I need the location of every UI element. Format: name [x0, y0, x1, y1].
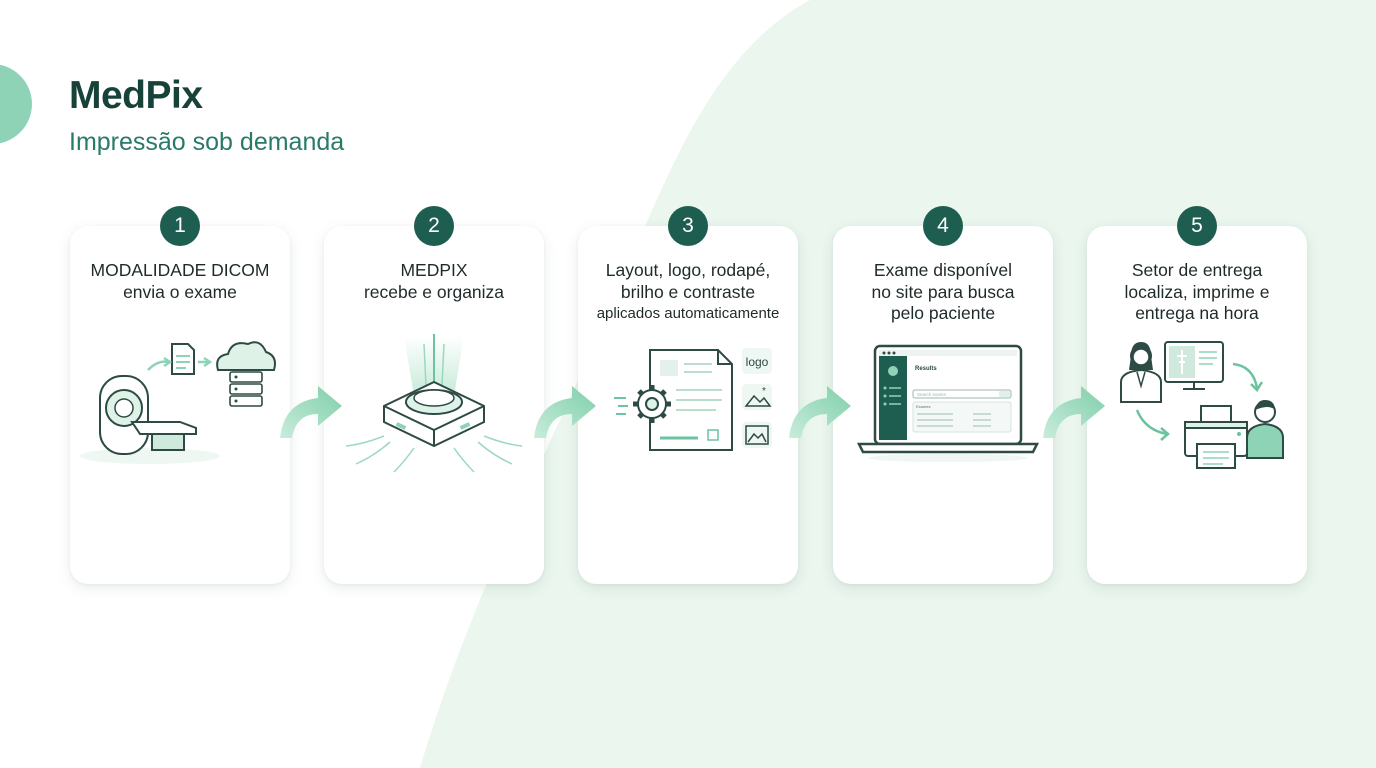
server-device-icon [345, 334, 523, 473]
step-number-badge: 1 [160, 206, 200, 246]
step-number-badge: 4 [923, 206, 963, 246]
step-line: Layout, logo, rodapé, [605, 260, 771, 280]
step-line: no site para busca [871, 281, 1015, 302]
step-description: MEDPIX recebe e organiza [328, 260, 540, 303]
step-card-5: 5 Setor de entrega localiza, imprime e e… [1087, 206, 1307, 584]
svg-text:*: * [762, 386, 766, 397]
printer-delivery-icon [1120, 341, 1284, 469]
step-line: Exame disponível [873, 260, 1013, 280]
flow-arrow-icon [280, 386, 342, 438]
step-number-badge: 5 [1177, 206, 1217, 246]
laptop-portal-icon: Results Search exams Exames [856, 344, 1040, 462]
step-line: recebe e organiza [363, 281, 505, 302]
step-card-1: 1 MODALIDADE DICOM envia o exame [70, 206, 290, 584]
step-line: Setor de entrega [1131, 260, 1263, 280]
flow-arrow-icon [1043, 386, 1105, 438]
step-line: MODALIDADE DICOM [90, 260, 270, 280]
page-subtitle: Impressão sob demanda [69, 128, 345, 156]
step-line: localiza, imprime e [1124, 281, 1270, 302]
step-line: pelo paciente [890, 303, 996, 323]
list-label: Exames [916, 404, 930, 409]
step-number-badge: 3 [668, 206, 708, 246]
step-card-2: 2 MEDPIX recebe e organiza [324, 206, 544, 584]
document-settings-icon: logo * [614, 348, 772, 451]
step-line: MEDPIX [400, 260, 468, 280]
step-description: Setor de entrega localiza, imprime e ent… [1091, 260, 1303, 325]
screen-heading: Results [915, 366, 937, 372]
step-line: envia o exame [123, 281, 237, 302]
step-line: aplicados automaticamente [596, 305, 780, 322]
step-line: brilho e contraste [620, 281, 756, 302]
page-title: MedPix [69, 74, 203, 117]
step-line: entrega na hora [1135, 303, 1259, 323]
step-description: MODALIDADE DICOM envia o exame [74, 260, 286, 303]
step-description: Exame disponível no site para busca pelo… [837, 260, 1049, 325]
step-card-4: 4 Exame disponível no site para busca pe… [833, 206, 1053, 584]
ct-scanner-cloud-icon [80, 341, 276, 464]
step-number-badge: 2 [414, 206, 454, 246]
search-placeholder: Search exams [917, 392, 947, 397]
step-card-3: 3 Layout, logo, rodapé, brilho e contras… [578, 206, 798, 584]
logo-tag: logo [746, 355, 769, 369]
flow-arrow-icon [789, 386, 851, 438]
step-description: Layout, logo, rodapé, brilho e contraste… [582, 260, 794, 325]
flow-arrow-icon [534, 386, 596, 438]
